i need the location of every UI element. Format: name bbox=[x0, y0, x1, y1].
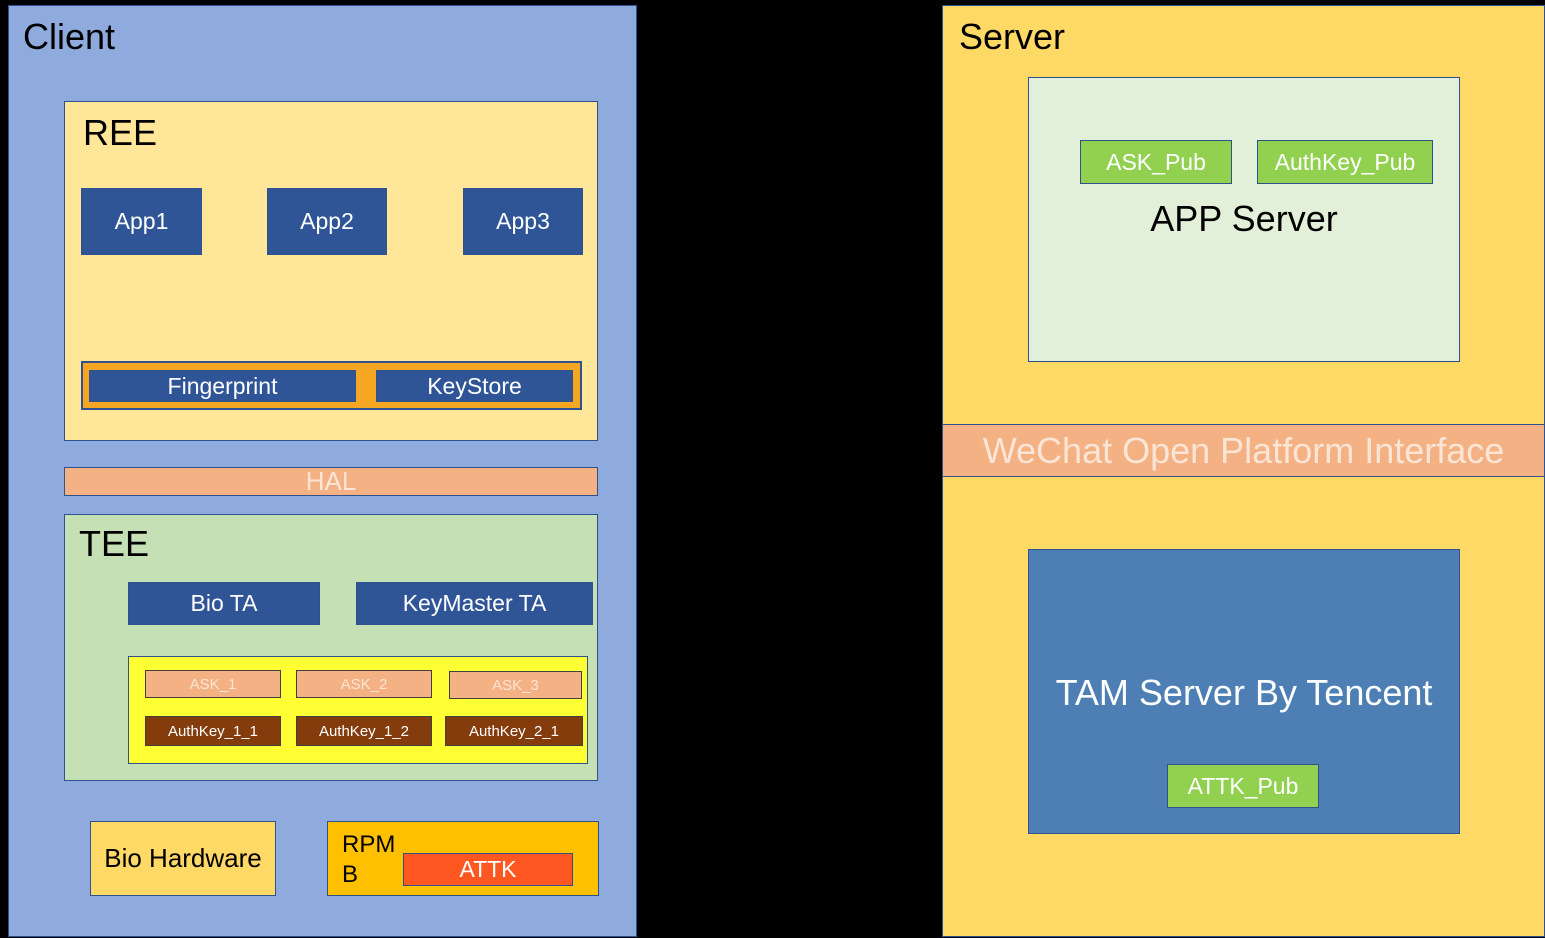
server-title: Server bbox=[959, 16, 1066, 57]
app1-box: App1 bbox=[81, 188, 202, 255]
keymaster-ta-box: KeyMaster TA bbox=[356, 582, 593, 625]
app-server-title: APP Server bbox=[1150, 198, 1338, 239]
app2-box: App2 bbox=[267, 188, 387, 255]
authkey-1-2-box: AuthKey_1_2 bbox=[296, 716, 432, 746]
ask-2-box: ASK_2 bbox=[296, 670, 432, 698]
tam-server-box: TAM Server By Tencent bbox=[1028, 549, 1460, 834]
ask-3-box: ASK_3 bbox=[449, 671, 582, 699]
tam-server-title: TAM Server By Tencent bbox=[1055, 672, 1433, 713]
fingerprint-box: Fingerprint bbox=[89, 370, 356, 402]
ask-pub-box: ASK_Pub bbox=[1080, 140, 1232, 184]
authkey-pub-box: AuthKey_Pub bbox=[1257, 140, 1433, 184]
client-title: Client bbox=[23, 16, 116, 57]
hal-layer: HAL bbox=[64, 466, 598, 496]
app-server-box: APP Server bbox=[1028, 77, 1460, 362]
app3-box: App3 bbox=[463, 188, 583, 255]
attk-box: ATTK bbox=[403, 853, 573, 886]
keystore-box: KeyStore bbox=[376, 370, 573, 402]
ask-1-box: ASK_1 bbox=[145, 670, 281, 698]
tee-title: TEE bbox=[79, 523, 150, 564]
bio-ta-box: Bio TA bbox=[128, 582, 320, 625]
bio-hardware-box: Bio Hardware bbox=[90, 821, 276, 896]
wechat-interface-bar: WeChat Open Platform Interface bbox=[942, 424, 1545, 477]
authkey-2-1-box: AuthKey_2_1 bbox=[445, 716, 583, 746]
authkey-1-1-box: AuthKey_1_1 bbox=[145, 716, 281, 746]
ree-title: REE bbox=[83, 112, 158, 153]
rpmb-label: RPMB bbox=[342, 831, 396, 888]
attk-pub-box: ATTK_Pub bbox=[1167, 764, 1319, 808]
